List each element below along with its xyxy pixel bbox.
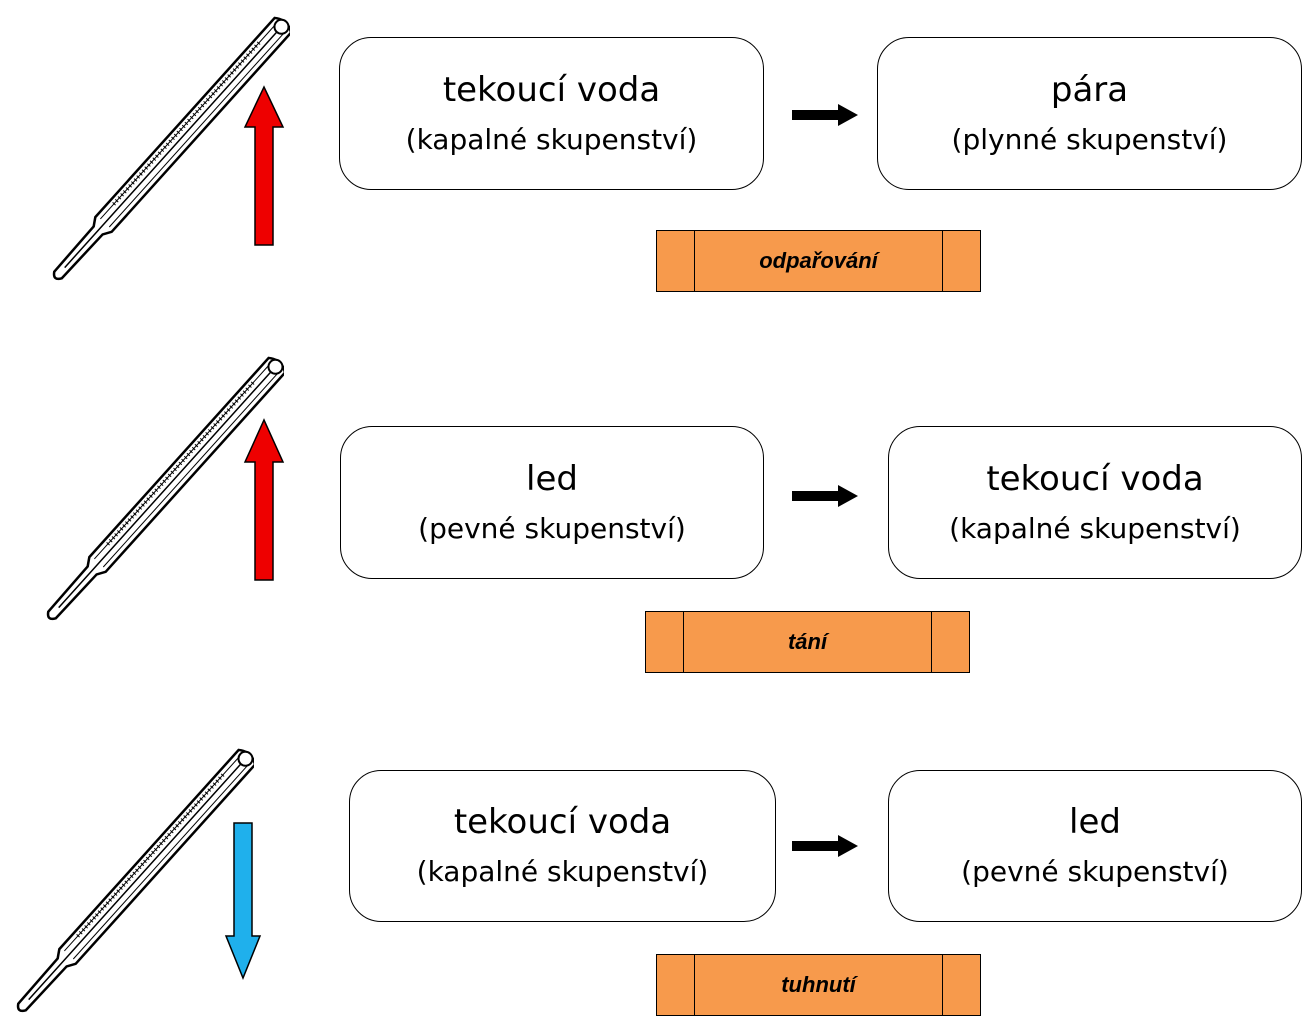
- state-box-from: tekoucí voda (kapalné skupenství): [339, 37, 764, 190]
- state-phase: (kapalné skupenství): [416, 855, 709, 888]
- state-box-to: pára (plynné skupenství): [877, 37, 1302, 190]
- process-name: tání: [787, 629, 828, 654]
- state-box-from: tekoucí voda (kapalné skupenství): [349, 770, 776, 922]
- scroll-cap-left: [657, 231, 695, 291]
- state-phase: (pevné skupenství): [418, 511, 686, 545]
- state-box-to: led (pevné skupenství): [888, 770, 1302, 922]
- thermometer-icon: [16, 748, 254, 1013]
- scroll-cap-right: [931, 612, 969, 672]
- state-name: tekoucí voda: [986, 458, 1204, 499]
- process-name: tuhnutí: [781, 972, 856, 997]
- state-name: led: [1069, 802, 1121, 842]
- process-label-tani: tání: [645, 611, 970, 673]
- state-box-to: tekoucí voda (kapalné skupenství): [888, 426, 1302, 579]
- state-name: pára: [1050, 69, 1129, 110]
- scroll-cap-right: [942, 955, 980, 1015]
- scroll-cap-right: [942, 231, 980, 291]
- arrow-right-icon: [792, 835, 858, 857]
- process-label-odparovani: odpařování: [656, 230, 981, 292]
- state-name: tekoucí voda: [442, 69, 661, 110]
- arrow-right-icon: [792, 485, 858, 507]
- state-name: tekoucí voda: [453, 802, 672, 842]
- state-phase: (kapalné skupenství): [405, 122, 698, 156]
- scroll-cap-left: [657, 955, 695, 1015]
- process-name: odpařování: [759, 248, 878, 273]
- scroll-cap-left: [646, 612, 684, 672]
- arrow-right-icon: [792, 104, 858, 126]
- state-name: led: [526, 458, 578, 499]
- state-phase: (kapalné skupenství): [949, 511, 1241, 545]
- process-label-tuhnuti: tuhnutí: [656, 954, 981, 1016]
- state-phase: (pevné skupenství): [961, 855, 1229, 888]
- thermometer-icon: [52, 16, 290, 281]
- thermometer-icon: [46, 356, 284, 621]
- state-box-from: led (pevné skupenství): [340, 426, 764, 579]
- state-phase: (plynné skupenství): [951, 122, 1228, 156]
